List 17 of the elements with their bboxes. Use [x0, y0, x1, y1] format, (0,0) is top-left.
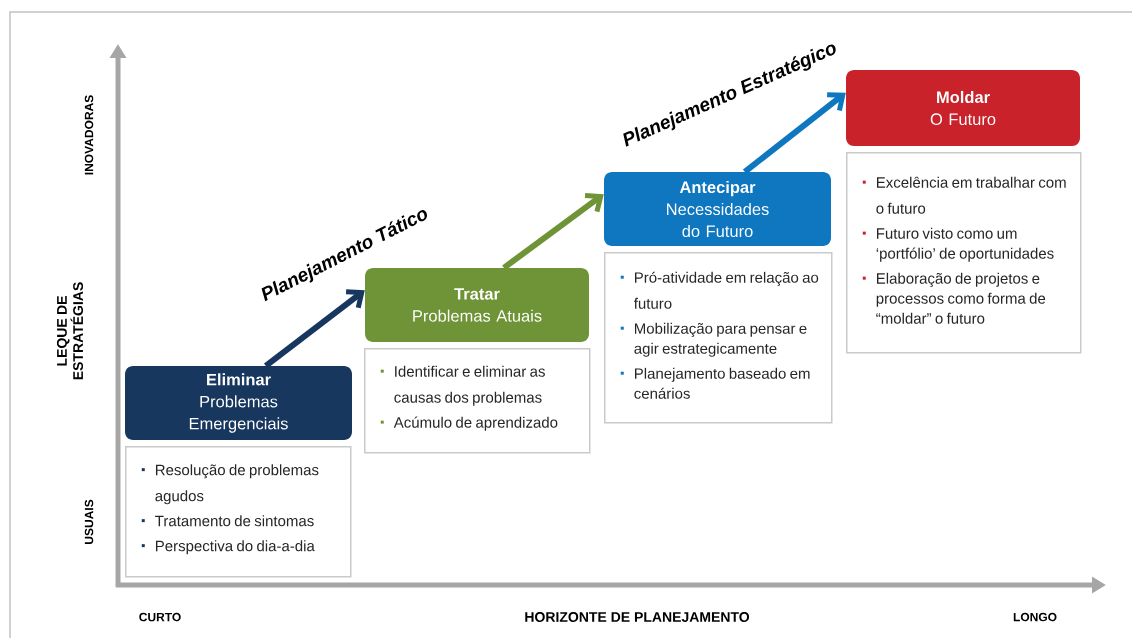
axis-label: INOVADORAS: [84, 95, 94, 175]
bullet-box: Excelência em trabalhar com o futuro Futuro visto como um ‘portfólio’ de oportunidades Elaboração de projetos e processos como forma de “moldar” o futuro: [846, 152, 1082, 354]
axis-title: HORIZONTE DE PLANEJAMENTO: [525, 612, 750, 622]
bullet-box: Resolução de problemas agudos Tratamento de sintomas Perspectiva do dia-a-dia: [125, 446, 352, 578]
bullet-box: Identificar e eliminar as causas dos problemas Acúmulo de aprendizado: [364, 348, 591, 454]
bullet-box: Pró-atividade em relação ao futuro Mobilização para pensar e agir estrategicamente Planejamento baseado em cenários: [604, 252, 833, 424]
arrow: [502, 193, 604, 271]
axis-title: LEQUE DE ESTRATÉGIAS: [56, 282, 84, 380]
arrow: [742, 92, 846, 175]
step-box: Antecipar Necessidades do Futuro: [604, 172, 831, 246]
axis-label: CURTO: [139, 612, 181, 622]
axis-label: USUAIS: [84, 499, 94, 544]
axis-label: LONGO: [1013, 612, 1057, 622]
arrow: [263, 289, 365, 369]
step-box: Tratar Problemas Atuais: [365, 268, 589, 342]
step-box: Moldar O Futuro: [846, 70, 1080, 146]
step-box: Eliminar Problemas Emergenciais: [125, 366, 352, 440]
